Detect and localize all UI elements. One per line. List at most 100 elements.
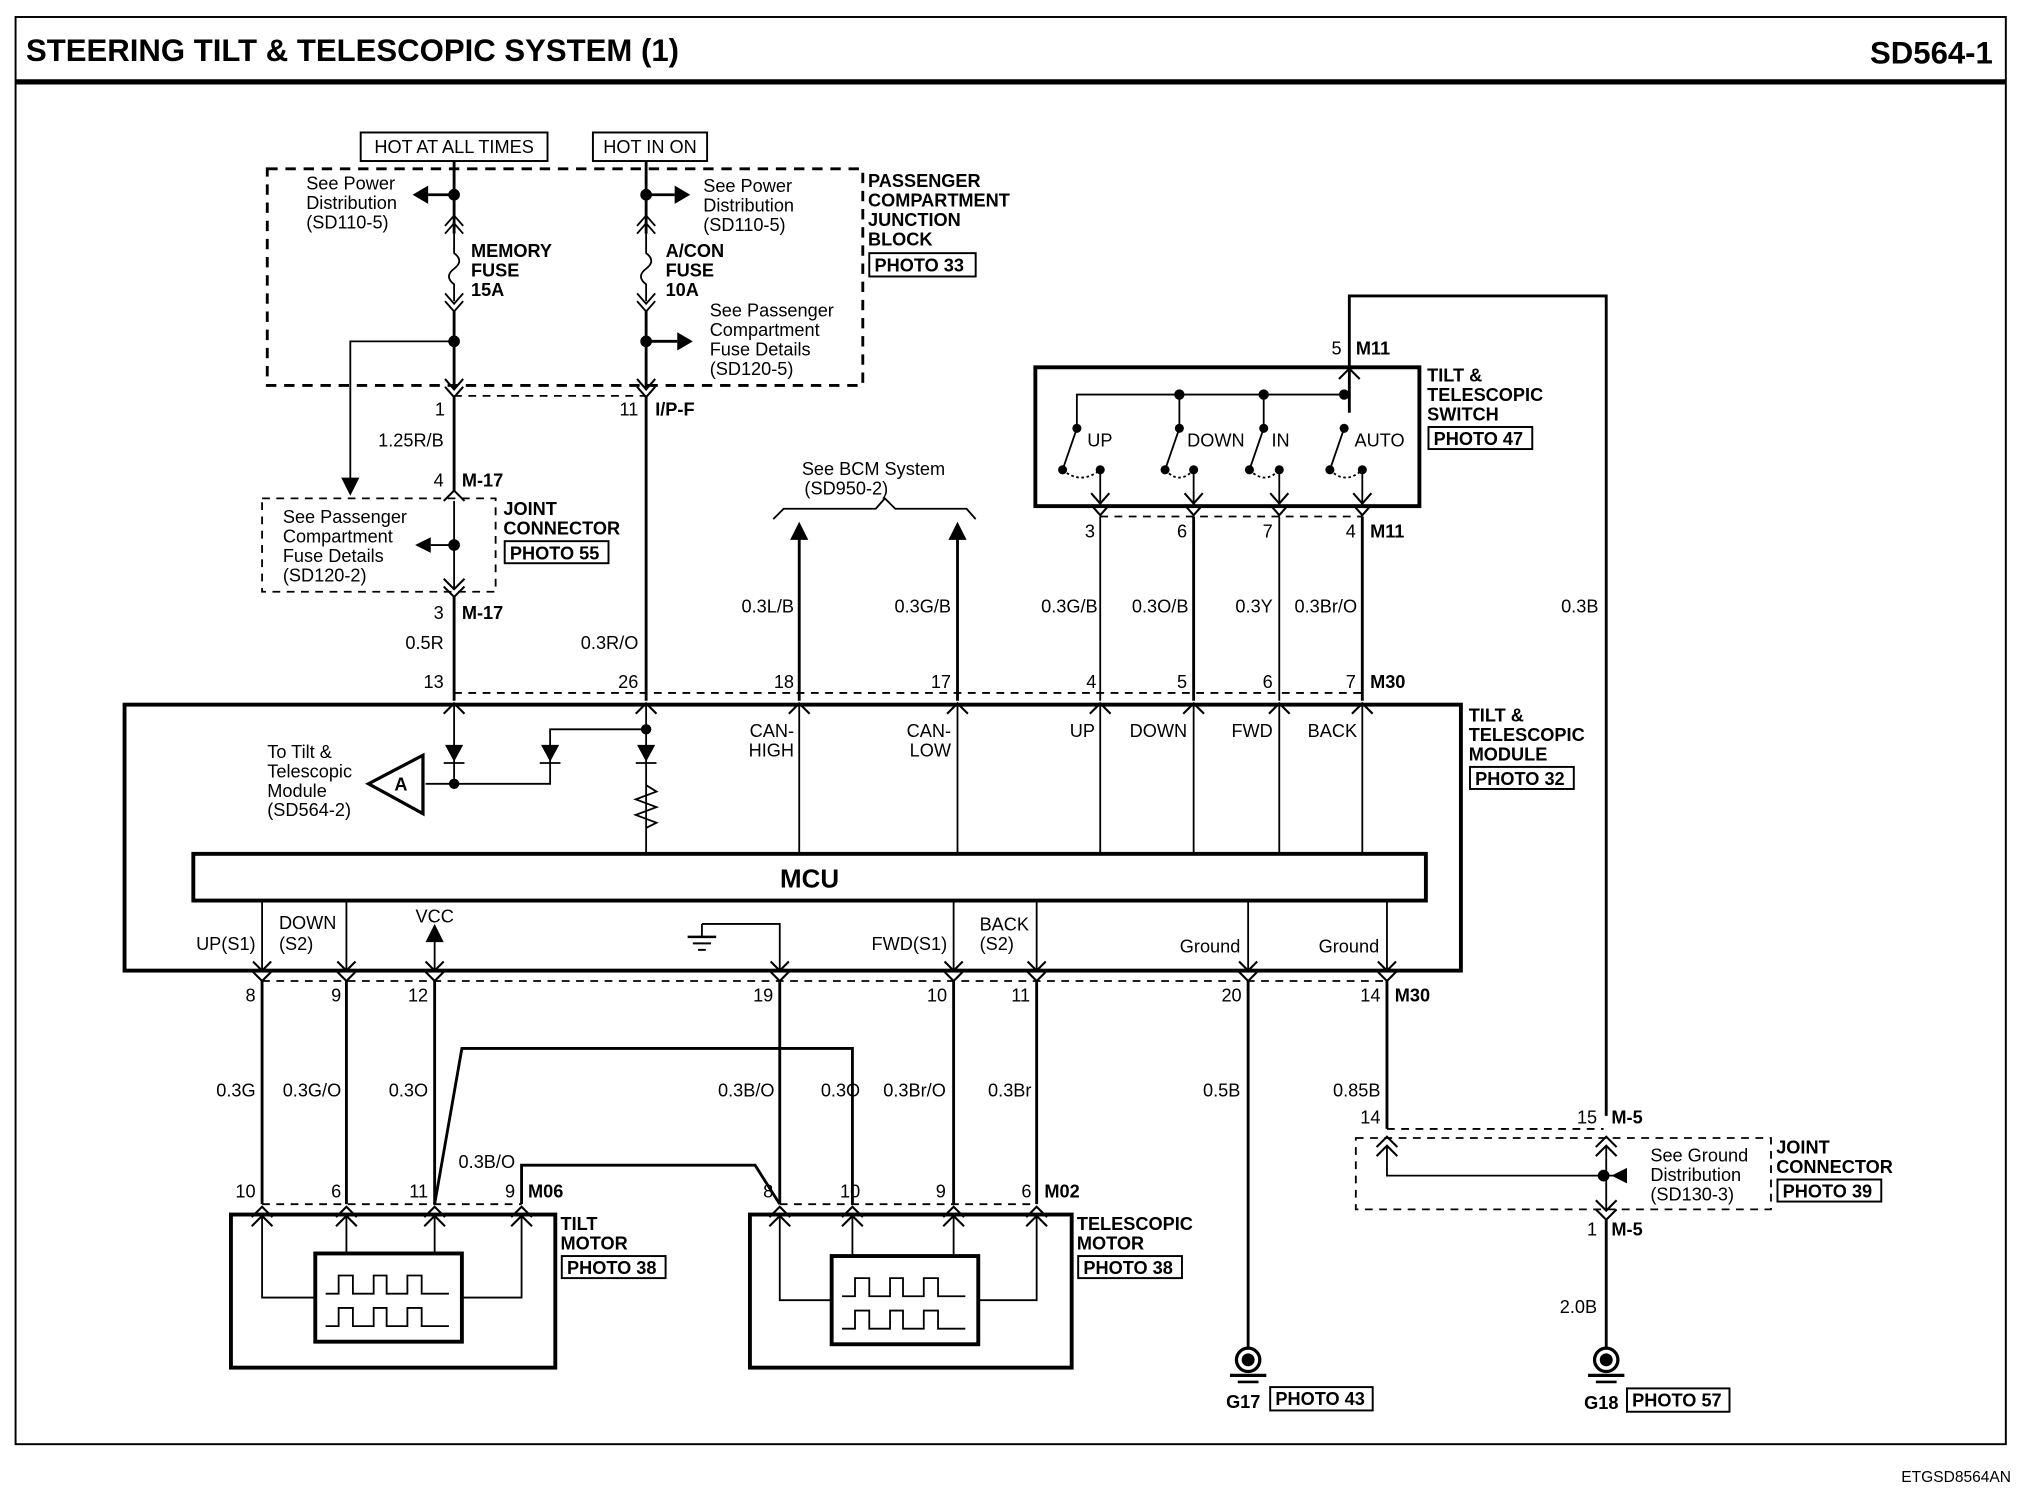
svg-text:IN: IN — [1271, 430, 1289, 450]
m17-ref: See Passenger — [283, 507, 407, 527]
module-label-2: TELESCOPIC — [1469, 725, 1585, 745]
page-frame — [14, 16, 2007, 1446]
wire-03ro-label: 0.3R/O — [581, 633, 639, 653]
output-back-s2-label-2: (S2) — [980, 934, 1014, 954]
photo-57-button[interactable]: PHOTO 57 — [1626, 1387, 1731, 1413]
switch-pin-6: 6 — [1177, 521, 1187, 541]
switch-outputs — [1090, 469, 1373, 517]
m5-joint-label-2: CONNECTOR — [1776, 1157, 1893, 1177]
ref-a-letter: A — [394, 774, 407, 794]
m5-joint-label: JOINT — [1776, 1138, 1829, 1158]
module-label: TILT & — [1469, 706, 1524, 726]
connector-a-triangle-icon — [365, 752, 425, 817]
photo-47-button[interactable]: PHOTO 47 — [1427, 426, 1534, 451]
switch-pin-4: 4 — [1346, 521, 1356, 541]
arrow-left-icon — [1611, 1167, 1627, 1184]
wire-03bo-label: 0.3B/O — [718, 1080, 775, 1100]
arrow-right-icon — [677, 332, 693, 351]
ref-a-text: To Tilt & — [267, 742, 332, 762]
svg-text:UP: UP — [1087, 430, 1112, 450]
wire-03bro-tele-label: 0.3Br/O — [883, 1080, 946, 1100]
tilt-pin-9: 9 — [505, 1182, 515, 1202]
switch-up: UP — [1058, 423, 1112, 479]
acon-fuse-label-2: FUSE — [666, 260, 714, 280]
memory-fuse-label-3: 15A — [471, 280, 504, 300]
arrow-up-icon — [948, 521, 967, 540]
svg-text:PHOTO 33: PHOTO 33 — [874, 255, 963, 275]
input-fwd-label: FWD — [1231, 721, 1272, 741]
power-ref-right-2: Distribution — [703, 196, 794, 216]
switch-label-3: SWITCH — [1427, 405, 1499, 425]
m17-pin-3: 3 — [434, 603, 444, 623]
wire-05b-label: 0.5B — [1203, 1080, 1240, 1100]
tilt-connector-label: M06 — [528, 1182, 563, 1202]
arrow-right-icon — [674, 185, 691, 204]
switch-pin-3: 3 — [1085, 521, 1095, 541]
module-pin-6: 6 — [1263, 672, 1273, 692]
svg-text:PHOTO 55: PHOTO 55 — [510, 543, 599, 563]
tilt-motor-label-2: MOTOR — [560, 1234, 627, 1254]
switch-pin-5: 5 — [1331, 338, 1341, 358]
tele-pin-10: 10 — [840, 1182, 860, 1202]
photo-55-button[interactable]: PHOTO 55 — [503, 540, 610, 565]
photo-39-button[interactable]: PHOTO 39 — [1776, 1178, 1883, 1203]
m5-connector-label-2: M-5 — [1611, 1219, 1642, 1239]
photo-38-tilt-button[interactable]: PHOTO 38 — [560, 1255, 667, 1280]
output-back-s2-label: BACK — [980, 914, 1029, 934]
photo-43-button[interactable]: PHOTO 43 — [1269, 1386, 1374, 1412]
ground-symbol-icon — [687, 923, 717, 951]
junction-block-label-4: BLOCK — [868, 229, 933, 249]
tilt-pin-6: 6 — [331, 1182, 341, 1202]
wire-03br-label: 0.3Br — [988, 1080, 1031, 1100]
arrow-left-icon — [415, 537, 431, 553]
svg-text:PHOTO 38: PHOTO 38 — [567, 1258, 656, 1278]
module-pin-18: 18 — [774, 672, 794, 692]
fuse-details-ref: See Passenger — [710, 301, 834, 321]
tilt-pin-10: 10 — [235, 1182, 255, 1202]
output-fwd-s1-label: FWD(S1) — [871, 934, 947, 954]
output-up-s1-label: UP(S1) — [196, 934, 256, 954]
wire-03y-label: 0.3Y — [1235, 597, 1272, 617]
module-connector-label-2: M30 — [1395, 986, 1430, 1006]
wire-03go-label: 0.3G/O — [283, 1080, 342, 1100]
svg-text:HOT AT ALL TIMES: HOT AT ALL TIMES — [374, 137, 533, 157]
photo-38-tele-button[interactable]: PHOTO 38 — [1077, 1255, 1183, 1280]
wire-03o-label: 0.3O — [389, 1080, 428, 1100]
footer-code: ETGSD8564AN — [1901, 1469, 2011, 1486]
switch-connector-label-2: M11 — [1370, 521, 1404, 541]
m17-connector-label: M-17 — [462, 471, 503, 491]
m5-connector-label: M-5 — [1611, 1108, 1642, 1128]
photo-32-button[interactable]: PHOTO 32 — [1469, 765, 1575, 790]
connector-ipf-label: I/P-F — [655, 399, 694, 419]
memory-fuse-label-2: FUSE — [471, 260, 519, 280]
module-pin-10: 10 — [927, 986, 947, 1006]
tele-motor-pins — [768, 1205, 1048, 1227]
wire-085b-label: 0.85B — [1333, 1080, 1380, 1100]
module-pin-9: 9 — [331, 986, 341, 1006]
wire-03b-label: 0.3B — [1561, 597, 1598, 617]
can-high-label: CAN- — [750, 721, 794, 741]
output-down-s2-label-2: (S2) — [279, 934, 313, 954]
memory-fuse-label: MEMORY — [471, 241, 552, 261]
module-pin-12: 12 — [408, 986, 428, 1006]
arrow-down-icon — [341, 477, 360, 496]
module-pin-26: 26 — [618, 672, 638, 692]
wire-20b-label: 2.0B — [1560, 1297, 1597, 1317]
svg-text:DOWN: DOWN — [1187, 430, 1244, 450]
wire-125rb-label: 1.25R/B — [378, 430, 444, 450]
wire-03g-label: 0.3G — [216, 1080, 255, 1100]
input-up-label: UP — [1070, 721, 1095, 741]
wire-03gb-label: 0.3G/B — [894, 597, 951, 617]
tele-pin-6: 6 — [1021, 1182, 1031, 1202]
ground-1-label: Ground — [1180, 936, 1241, 956]
fuse-details-ref-2: Compartment — [710, 320, 820, 340]
module-pin-5: 5 — [1177, 672, 1187, 692]
m17-pin-4: 4 — [434, 471, 444, 491]
power-ref-left-2: Distribution — [306, 193, 397, 213]
photo-33-button[interactable]: PHOTO 33 — [868, 252, 977, 278]
m5-ref-2: Distribution — [1650, 1165, 1741, 1185]
module-pin-17: 17 — [931, 672, 951, 692]
tele-connector-label: M02 — [1044, 1182, 1079, 1202]
m5-pin-15: 15 — [1577, 1108, 1597, 1128]
power-ref-left-3: (SD110-5) — [306, 212, 388, 232]
